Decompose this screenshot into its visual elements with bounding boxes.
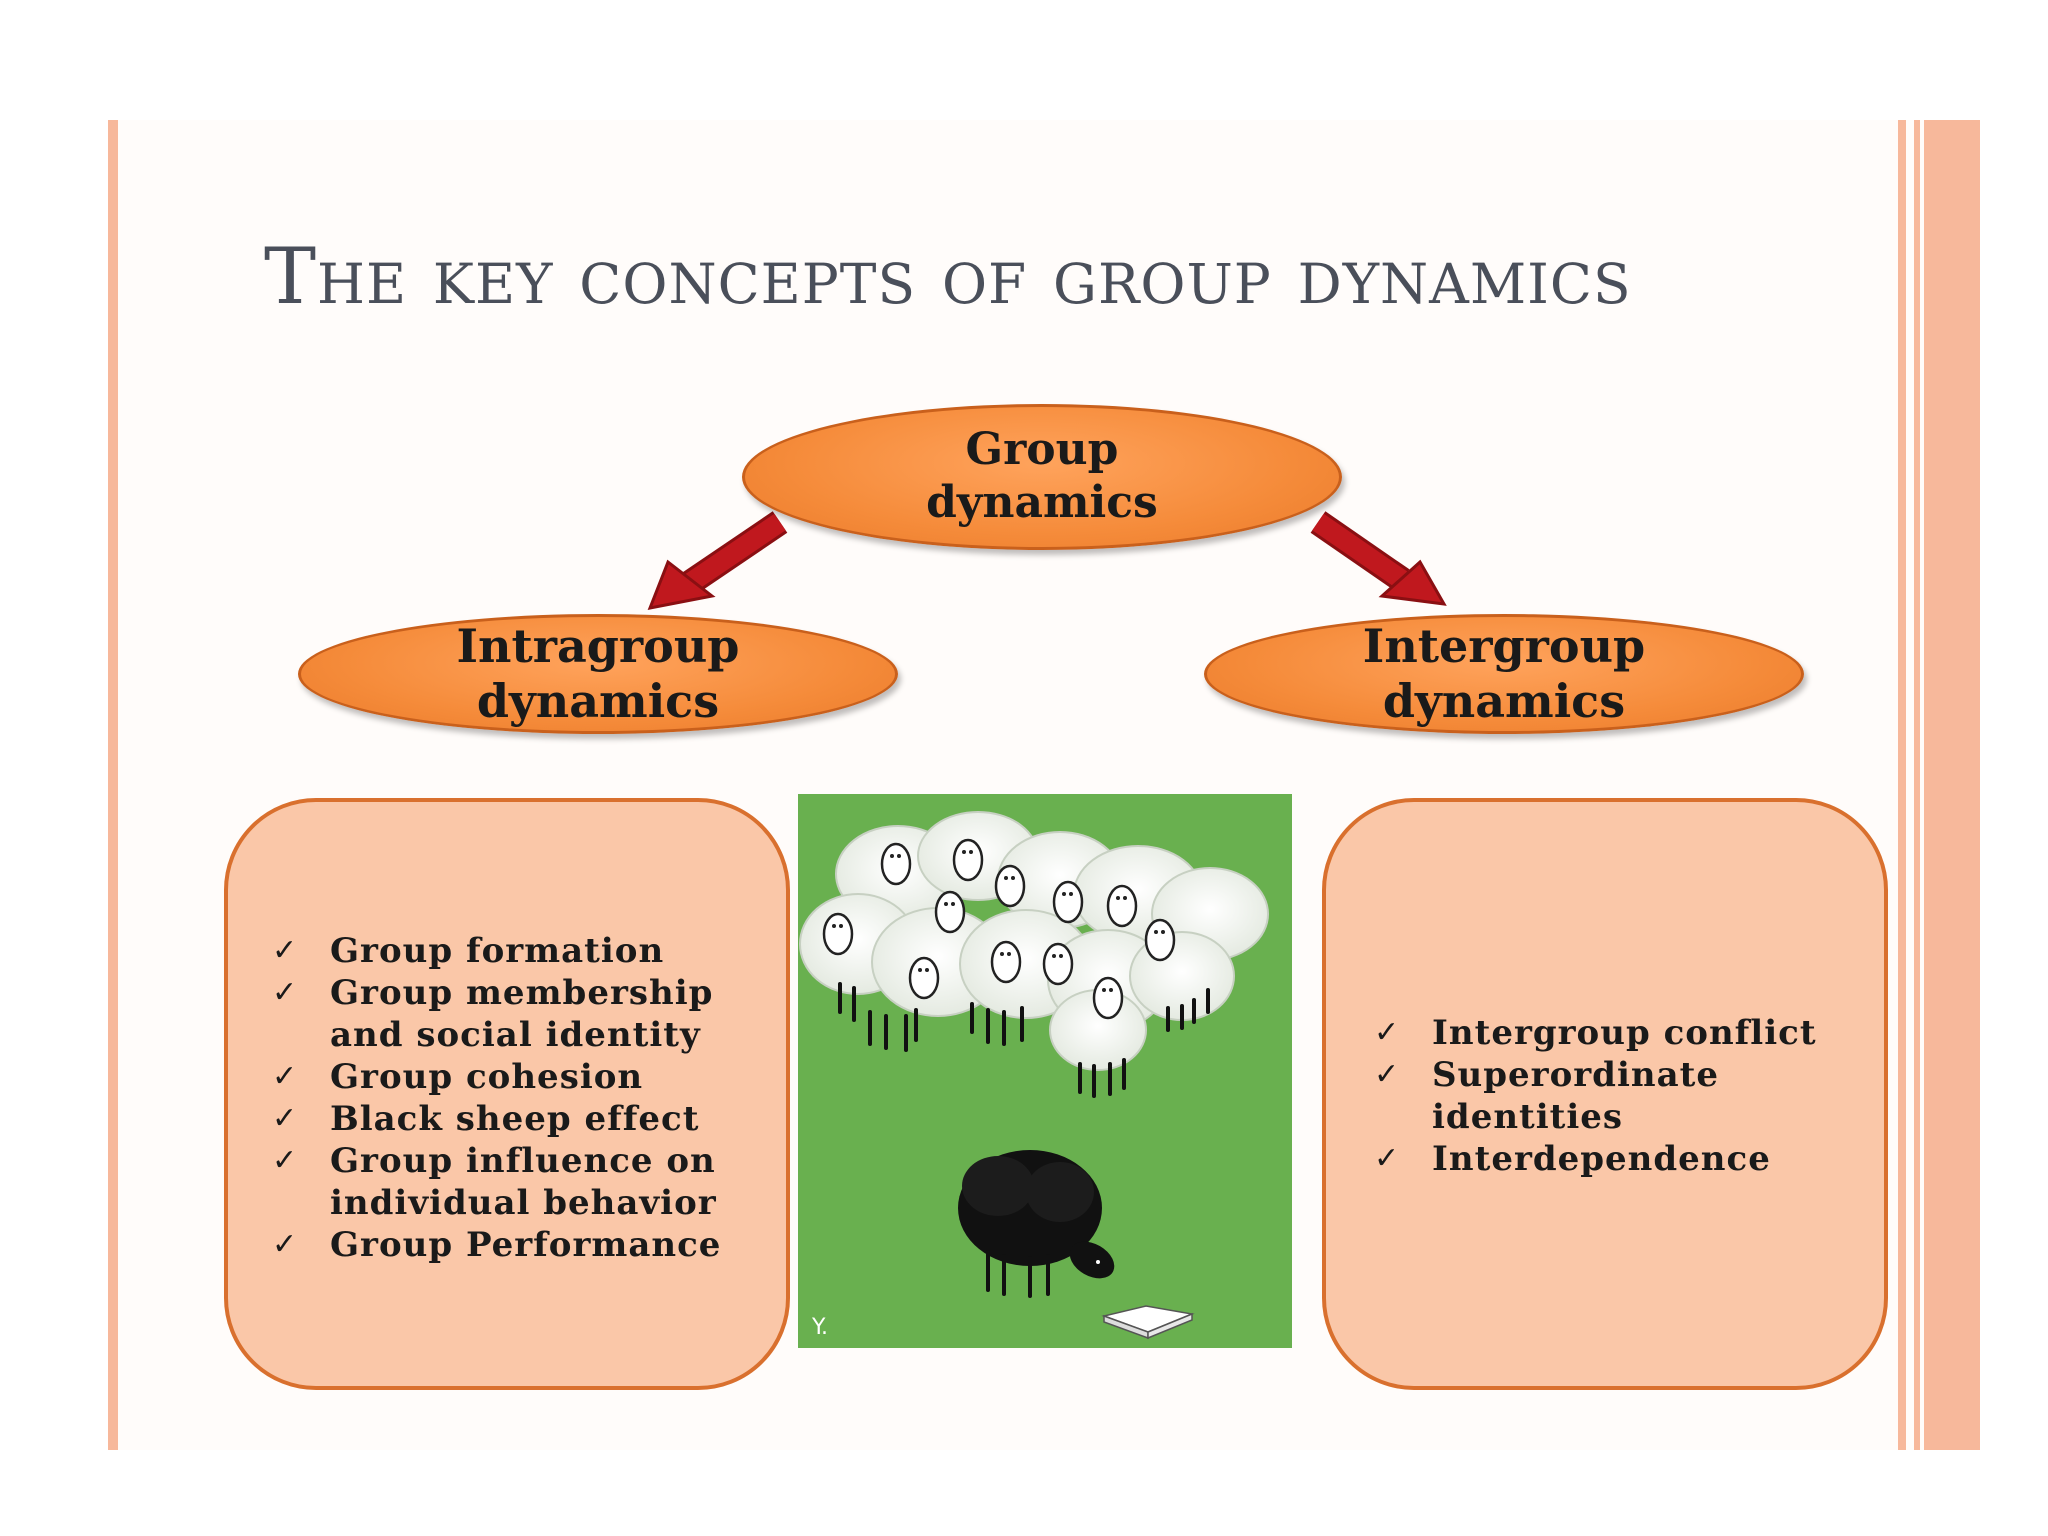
list-item: ✓ Interdependence (1374, 1138, 1874, 1180)
white-flock-legs (838, 982, 1210, 1098)
list-item: ✓ Group Performance (272, 1224, 772, 1266)
slide-title: The key concepts of group dynamics (264, 232, 1632, 322)
list-item: ✓ Superordinate identities (1374, 1054, 1874, 1138)
list-item-text: Group formation (330, 931, 665, 971)
list-item: ✓ Intergroup conflict (1374, 1012, 1874, 1054)
list-item-text: Black sheep effect (330, 1099, 700, 1139)
right-accent-stripe-2 (1914, 120, 1920, 1450)
list-item: ✓ Black sheep effect (272, 1098, 772, 1140)
left-accent-stripe (108, 120, 118, 1450)
list-item-text: Group membership and social identity (330, 973, 714, 1055)
checkmark-icon: ✓ (272, 1143, 299, 1178)
list-item: ✓ Group formation (272, 930, 772, 972)
checkmark-icon: ✓ (272, 1059, 299, 1094)
list-item-text: Interdependence (1432, 1139, 1771, 1179)
sheep-flock-illustration: Y. (798, 794, 1292, 1348)
list-item-text: Intergroup conflict (1432, 1013, 1817, 1053)
artist-signature: Y. (811, 1315, 828, 1340)
checkmark-icon: ✓ (272, 1101, 299, 1136)
list-item: ✓ Group influence on individual behavior (272, 1140, 772, 1224)
checkmark-icon: ✓ (1374, 1015, 1401, 1050)
intergroup-concepts-list: ✓ Intergroup conflict ✓ Superordinate iden… (1374, 1012, 1874, 1180)
list-item: ✓ Group membership and social identity (272, 972, 772, 1056)
sheep-drawing: Y. (799, 811, 1269, 1340)
checkmark-icon: ✓ (1374, 1141, 1401, 1176)
book-icon (1101, 1305, 1195, 1340)
intergroup-concepts-box: ✓ Intergroup conflict ✓ Superordinate iden… (1322, 798, 1888, 1390)
white-sheep-faces (822, 838, 1176, 1020)
intragroup-concepts-list: ✓ Group formation ✓ Group membership and s… (272, 930, 772, 1266)
checkmark-icon: ✓ (1374, 1057, 1401, 1092)
intragroup-concepts-box: ✓ Group formation ✓ Group membership and s… (224, 798, 790, 1390)
right-accent-stripe-3 (1924, 120, 1980, 1450)
white-sheep-eyes (832, 850, 1165, 992)
list-item-text: Group cohesion (330, 1057, 644, 1097)
black-sheep-icon (958, 1150, 1115, 1298)
checkmark-icon: ✓ (272, 975, 299, 1010)
list-item-text: Superordinate identities (1432, 1055, 1719, 1137)
right-accent-stripe-1 (1898, 120, 1906, 1450)
intragroup-node: Intragroup dynamics (298, 614, 898, 734)
root-node-group-dynamics: Group dynamics (742, 404, 1342, 550)
checkmark-icon: ✓ (272, 1227, 299, 1262)
intergroup-node-label: Intergroup dynamics (1362, 618, 1646, 728)
checkmark-icon: ✓ (272, 933, 299, 968)
list-item-text: Group influence on individual behavior (330, 1141, 717, 1223)
intragroup-node-label: Intragroup dynamics (456, 618, 740, 728)
list-item-text: Group Performance (330, 1225, 722, 1265)
intergroup-node: Intergroup dynamics (1204, 614, 1804, 734)
root-node-label: Group dynamics (926, 424, 1158, 528)
list-item: ✓ Group cohesion (272, 1056, 772, 1098)
